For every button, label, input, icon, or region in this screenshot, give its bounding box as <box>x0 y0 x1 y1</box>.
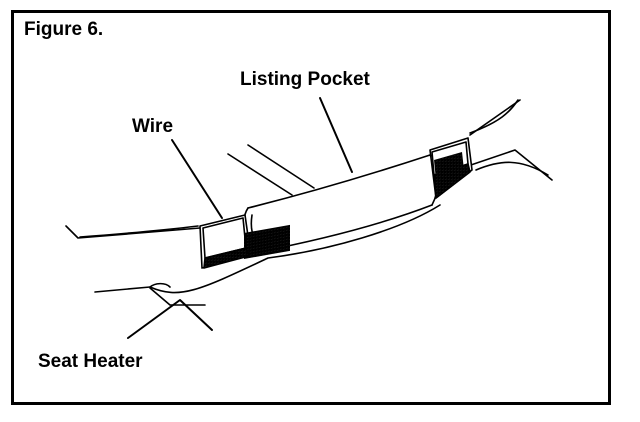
pocket-flap-mid <box>247 144 315 189</box>
right-clip-stipple <box>434 152 464 180</box>
heater-pad-edge <box>94 204 441 294</box>
callout-listing-pocket: Listing Pocket <box>240 69 370 90</box>
pocket-flap-left <box>227 153 293 196</box>
callout-seat-heater: Seat Heater <box>38 351 143 372</box>
figure-title: Figure 6. <box>24 19 104 40</box>
fabric-right-edge <box>461 149 553 181</box>
leader-seat-heater <box>127 299 213 339</box>
leader-wire <box>171 139 223 219</box>
fabric-upper-edge <box>65 225 201 239</box>
figure-frame <box>11 10 611 405</box>
fabric-right-lower <box>475 161 549 176</box>
left-clip-fill <box>244 224 290 259</box>
left-clip-front <box>203 247 250 269</box>
wire-rod <box>469 99 519 134</box>
pocket-top-edge <box>247 154 431 209</box>
leader-listing-pocket <box>319 97 353 173</box>
fabric-left-back <box>79 225 199 238</box>
heater-pad-lip <box>149 282 171 288</box>
callout-wire: Wire <box>132 116 174 137</box>
heater-pad-bottom <box>149 287 206 306</box>
